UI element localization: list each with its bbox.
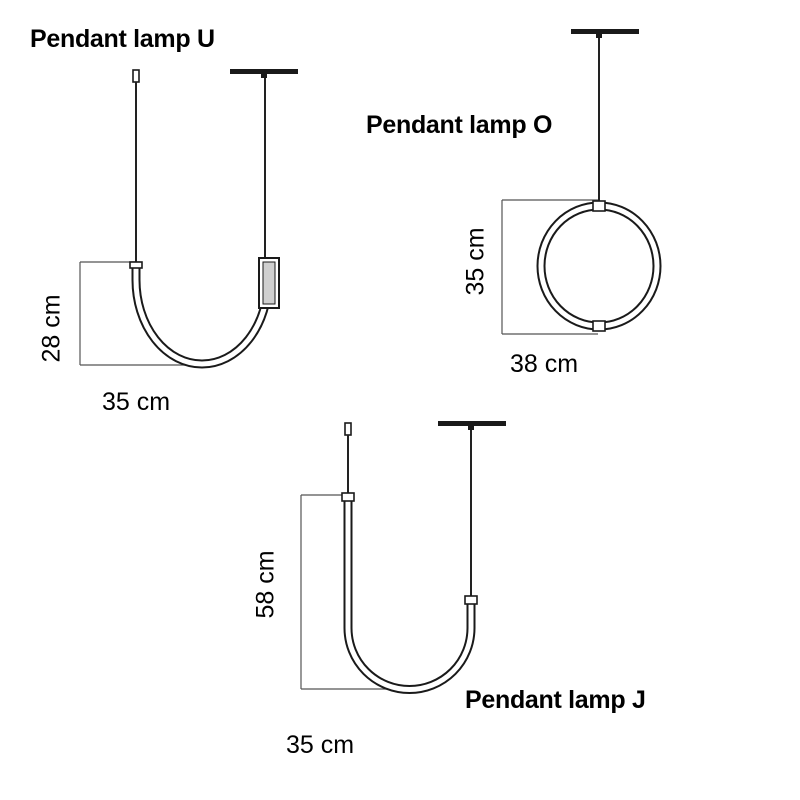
lamp-o-height-label: 35 cm	[461, 227, 490, 296]
lamp-u-dimension-box	[79, 261, 280, 366]
lamp-o-ceiling-plate	[571, 29, 639, 34]
lamp-o-dimension-box	[501, 199, 598, 335]
lamp-j-drawing	[300, 421, 506, 694]
lamp-j-height-label: 58 cm	[251, 550, 280, 619]
lamp-u-ceiling-plate	[230, 69, 298, 74]
lamp-u-drawing	[79, 69, 298, 369]
lamp-j-tube	[343, 497, 476, 694]
lamp-o-width-label: 38 cm	[510, 350, 579, 378]
lamp-j-width-label: 35 cm	[286, 731, 355, 759]
lamp-j-cable-connector	[344, 422, 352, 436]
lamp-u-height-label: 28 cm	[37, 294, 66, 363]
lamp-j-title: Pendant lamp J	[465, 686, 646, 714]
lamp-u-width-label: 35 cm	[102, 388, 171, 416]
lamp-u-cable-connector	[132, 69, 140, 83]
lamp-u-title: Pendant lamp U	[30, 25, 215, 53]
lamp-o-title: Pendant lamp O	[366, 111, 553, 139]
lamp-u-tube	[131, 265, 273, 369]
lamp-j-ceiling-plate	[438, 421, 506, 426]
lamp-o-drawing	[501, 29, 662, 335]
